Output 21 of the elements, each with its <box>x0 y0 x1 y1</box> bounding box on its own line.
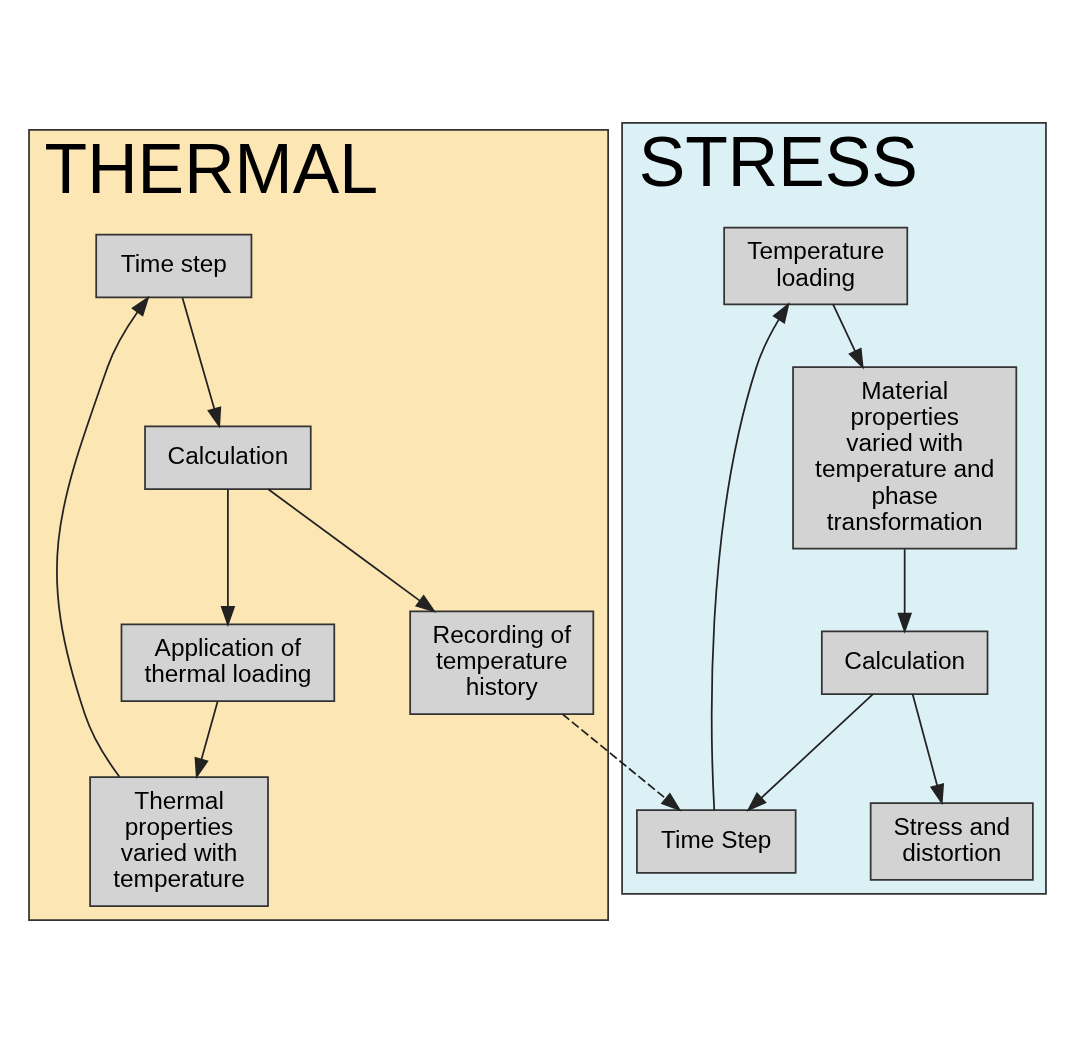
arrow <box>710 301 790 811</box>
arrow <box>897 547 912 634</box>
arrow <box>911 692 945 805</box>
node-box: Application of thermal loading <box>120 623 336 702</box>
node-box: Recording of temperature history <box>409 609 595 715</box>
node-box: Material properties varied with temperature and phase transformation <box>792 365 1018 549</box>
arrow <box>267 487 437 613</box>
node-box: Time step <box>95 233 253 298</box>
node-box: Calculation <box>820 630 989 695</box>
arrow <box>220 487 236 627</box>
node-box: Time Step <box>636 808 797 874</box>
node-box: Temperature loading <box>723 226 909 305</box>
arrow <box>746 692 874 812</box>
arrow <box>181 296 222 428</box>
node-box: Stress and distortion <box>869 801 1034 881</box>
node-box: Calculation <box>144 425 312 490</box>
arrow <box>832 303 864 369</box>
arrow <box>561 712 682 811</box>
node-box: Thermal properties varied with temperature <box>89 775 269 907</box>
arrow <box>56 295 150 777</box>
arrow <box>194 700 219 779</box>
